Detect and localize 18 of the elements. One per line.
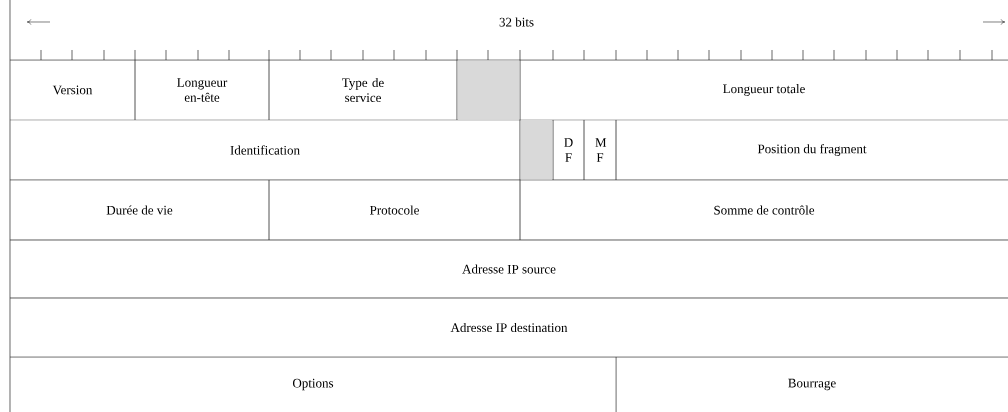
header-field: Options xyxy=(292,378,334,391)
header-field: M F xyxy=(595,138,607,162)
header-field: Identification xyxy=(230,145,300,155)
header-field: Adresse IP source xyxy=(462,264,556,274)
header-field: Adresse IP destination xyxy=(450,322,568,333)
header-field: Durée de vie xyxy=(106,205,173,215)
header-field: Bourrage xyxy=(788,378,836,391)
reserved-field xyxy=(520,120,553,180)
header-field: Longueur totale xyxy=(723,84,805,96)
reserved-field xyxy=(457,60,520,120)
header-field: Protocole xyxy=(369,205,419,215)
header-field: D F xyxy=(564,138,573,162)
width-label: 32 bits xyxy=(499,17,534,27)
header-field: Type de service xyxy=(342,77,384,103)
header-field: Longueur en-tête xyxy=(177,78,228,102)
header-field: Version xyxy=(52,85,93,95)
header-field: Position du fragment xyxy=(757,144,867,156)
header-field: Somme de contrôle xyxy=(714,205,815,215)
